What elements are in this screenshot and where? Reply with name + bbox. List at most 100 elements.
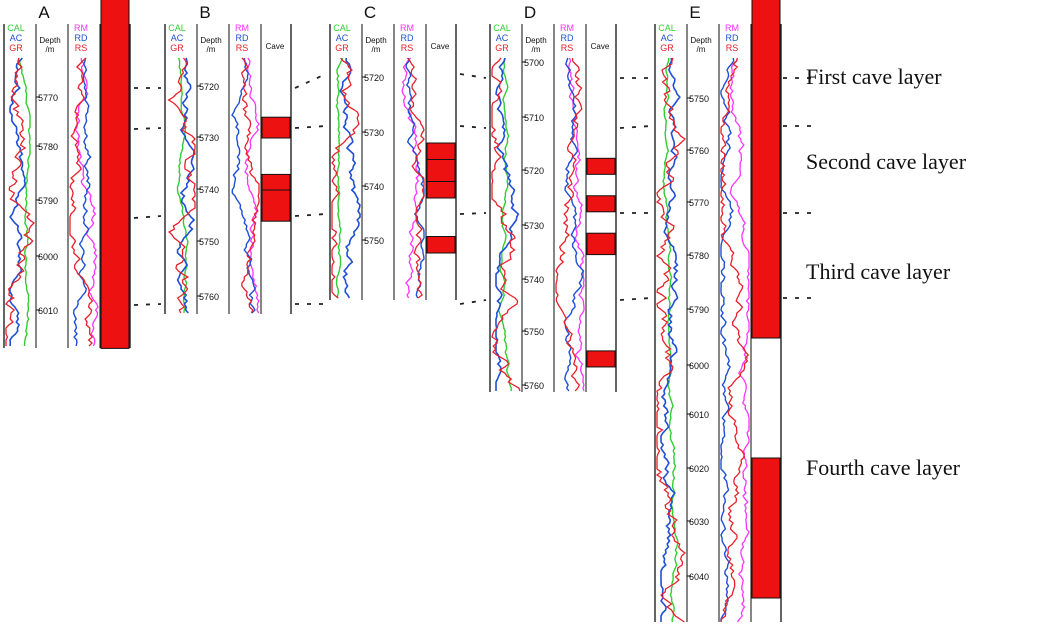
depth-tick-label: 5750 (689, 94, 709, 104)
rs-curve (555, 57, 583, 392)
cave-interval (751, 0, 781, 339)
correlation-line-4 (133, 303, 162, 306)
depth-tick-label: 6010 (689, 410, 709, 420)
header-curve-gr: GR (335, 43, 349, 53)
header-curve-rs: RS (75, 43, 88, 53)
well-name: C (364, 3, 376, 22)
header-curve-rd: RD (236, 33, 249, 43)
depth-tick-label: 6040 (689, 572, 709, 582)
header-depth: Depth (525, 36, 546, 45)
depth-tick-label: 5780 (689, 251, 709, 261)
depth-tick-label: 5730 (364, 128, 384, 138)
header-curve-rd: RD (726, 33, 739, 43)
header-curve-rm: RM (400, 23, 414, 33)
ac-curve (339, 57, 361, 299)
header-curve-gr: GR (660, 43, 674, 53)
rm-curve (244, 57, 260, 314)
header-curve-ac: AC (496, 33, 509, 43)
correlation-line-4 (459, 299, 487, 305)
rd-curve (720, 57, 735, 622)
depth-tick-label: 5710 (524, 113, 544, 123)
header-cave: Cave (431, 42, 450, 51)
cal-curve (662, 57, 679, 623)
header-curve-cal: CAL (168, 23, 186, 33)
correlation-line-4 (619, 297, 652, 301)
well-name: A (38, 3, 50, 22)
well-name: B (199, 3, 210, 22)
header-curve-cal: CAL (333, 23, 351, 33)
header-curve-ac: AC (171, 33, 184, 43)
depth-tick-label: 5740 (524, 275, 544, 285)
well-name: E (689, 3, 700, 22)
cave-interval (586, 232, 616, 256)
cave-layer-label-4: Fourth cave layer (806, 455, 961, 480)
depth-tick-label: 5790 (38, 196, 58, 206)
header-curve-cal: CAL (658, 23, 676, 33)
header-curve-rs: RS (726, 43, 739, 53)
depth-tick-label: 5730 (524, 221, 544, 231)
correlation-lines (133, 73, 811, 306)
rd-curve (231, 57, 257, 314)
depth-tick-label: 5750 (199, 237, 219, 247)
header-curve-cal: CAL (7, 23, 25, 33)
header-curve-rs: RS (236, 43, 249, 53)
header-cave: Cave (591, 42, 610, 51)
gr-curve (331, 57, 360, 299)
header-curve-rd: RD (401, 33, 414, 43)
rm-curve (401, 57, 420, 299)
ac-curve (176, 57, 196, 314)
header-curve-ac: AC (336, 33, 349, 43)
header-curve-rm: RM (725, 23, 739, 33)
correlation-line-2 (619, 125, 652, 129)
ac-curve (9, 57, 27, 347)
cal-curve (335, 57, 344, 299)
header-curve-rm: RM (560, 23, 574, 33)
cal-curve (497, 57, 512, 391)
header-cave: Cave (266, 42, 285, 51)
gr-curve (655, 57, 687, 623)
header-depth: Depth (200, 36, 221, 45)
cal-curve (176, 57, 189, 314)
cave-interval (426, 236, 456, 254)
header-depth: Depth (39, 36, 60, 45)
header-depth: /m (46, 45, 55, 54)
correlation-line-1 (459, 73, 487, 79)
cave-interval (426, 181, 456, 199)
header-depth: /m (532, 45, 541, 54)
depth-tick-label: 6010 (38, 306, 58, 316)
correlation-line-1 (294, 73, 327, 89)
correlation-line-3 (459, 212, 487, 215)
depth-tick-label: 5700 (524, 58, 544, 68)
cave-interval (261, 116, 291, 139)
depth-tick-label: 6020 (689, 464, 709, 474)
ac-curve (495, 57, 520, 391)
correlation-line-3 (133, 215, 162, 219)
depth-tick-label: 5740 (364, 182, 384, 192)
depth-tick-label: 5740 (199, 185, 219, 195)
cal-curve (17, 57, 31, 347)
rd-curve (72, 57, 92, 347)
depth-tick-label: 5760 (524, 381, 544, 391)
rm-curve (74, 57, 99, 347)
header-curve-rs: RS (561, 43, 574, 53)
correlation-line-2 (133, 127, 162, 130)
depth-tick-label: 5780 (38, 142, 58, 152)
rd-curve (405, 57, 425, 299)
header-curve-rm: RM (74, 23, 88, 33)
cave-interval (426, 142, 456, 160)
depth-tick-label: 5760 (689, 146, 709, 156)
header-curve-gr: GR (170, 43, 184, 53)
gr-curve (491, 57, 521, 392)
well-panel-e: ECALACGRDepth/mRMRDRSCave575057605770578… (654, 0, 782, 623)
cave-interval (426, 159, 456, 182)
cave-interval (100, 0, 130, 349)
header-depth: /m (697, 45, 706, 54)
rs-curve (240, 57, 260, 314)
cave-layer-label-1: First cave layer (806, 64, 942, 89)
header-curve-rm: RM (235, 23, 249, 33)
wells-layer: ACALACGRDepth/mRMRDRSCave577057805790600… (3, 0, 782, 623)
rm-curve (729, 57, 750, 623)
